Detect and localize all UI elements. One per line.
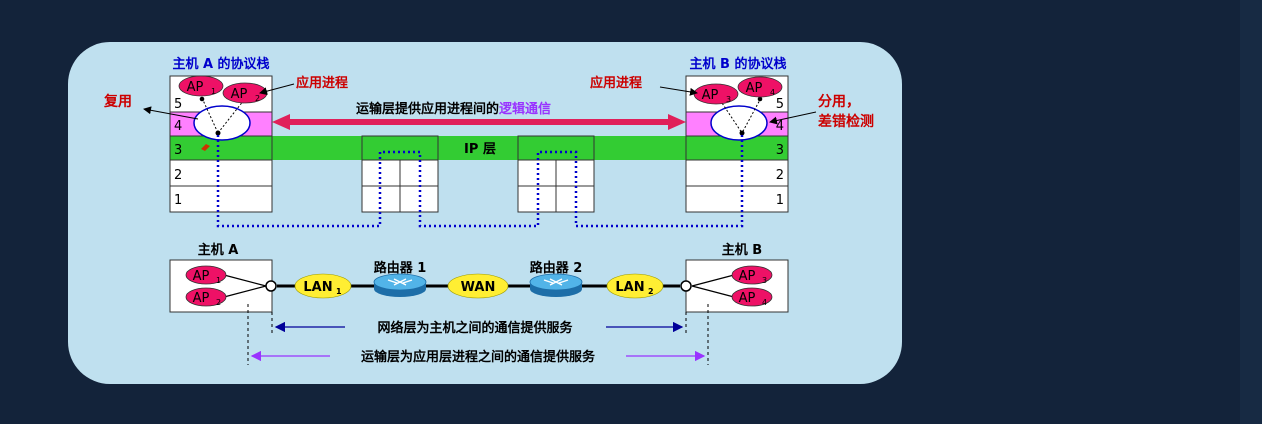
svg-text:LAN: LAN [303, 280, 332, 295]
svg-text:AP: AP [193, 291, 210, 306]
transport-demux-ellipse-b [710, 105, 768, 141]
wan-badge: WAN [447, 273, 509, 299]
ip-layer-label: IP 层 [464, 142, 496, 157]
network-layer-service-label: 网络层为主机之间的通信提供服务 [377, 320, 573, 336]
router-1-stack [361, 135, 439, 213]
transport-mux-ellipse-a [193, 105, 251, 141]
svg-text:AP: AP [187, 80, 204, 95]
multiplex-label: 复用 [103, 93, 132, 110]
lan1-badge: LAN 1 [294, 273, 352, 299]
app-process-label-left: 应用进程 [296, 75, 348, 91]
svg-text:AP: AP [702, 88, 719, 103]
stack-a-layer-3: 3 [174, 143, 182, 158]
logical-communication-arrow [272, 114, 686, 130]
svg-text:2: 2 [255, 94, 260, 103]
pencil-icon [201, 144, 210, 151]
lan2-badge: LAN 2 [606, 273, 664, 299]
svg-text:AP: AP [231, 87, 248, 102]
svg-text:AP: AP [739, 291, 756, 306]
ip-layer-band [272, 136, 686, 160]
svg-text:4: 4 [762, 298, 767, 307]
stack-a-layer-5: 5 [174, 97, 182, 112]
host-a-label: 主机 A [198, 242, 239, 258]
svg-text:AP: AP [193, 269, 210, 284]
demultiplex-label-line2: 差错检测 [818, 113, 874, 130]
router-2-icon [529, 273, 583, 297]
svg-text:1: 1 [216, 276, 221, 285]
stack-b-ap4: AP 4 [737, 76, 783, 98]
host-b-box [685, 259, 789, 313]
svg-text:WAN: WAN [461, 280, 496, 295]
stack-b-ap3: AP 3 [693, 83, 739, 105]
stack-b-layer-3: 3 [776, 143, 784, 158]
router-1-icon [373, 273, 427, 297]
stack-b-layer-2: 2 [776, 168, 784, 183]
host-a-ap2: AP 2 [185, 287, 227, 307]
stack-b-layer-5: 5 [776, 97, 784, 112]
stack-a-layer-4: 4 [174, 119, 182, 134]
router-2-label: 路由器 2 [530, 260, 583, 276]
right-edge-strip [1240, 0, 1262, 424]
host-b-port [680, 280, 692, 292]
data-path [216, 135, 744, 228]
svg-text:AP: AP [739, 269, 756, 284]
app-process-label-right: 应用进程 [590, 75, 642, 91]
svg-text:4: 4 [770, 88, 775, 97]
svg-text:AP: AP [746, 81, 763, 96]
svg-text:2: 2 [216, 298, 221, 307]
host-b-label: 主机 B [722, 242, 762, 258]
stack-a-title: 主机 A 的协议栈 [172, 56, 269, 72]
logical-communication-label: 运输层提供应用进程间的逻辑通信 [356, 101, 551, 117]
protocol-stack-a: 5 4 3 2 1 AP 1 AP 2 [169, 75, 273, 213]
host-b-ap4: AP 4 [731, 287, 773, 307]
stack-a-layer-1: 1 [174, 193, 182, 208]
svg-text:1: 1 [211, 87, 216, 96]
host-b-ap3: AP 3 [731, 265, 773, 285]
stack-a-ap1: AP 1 [178, 75, 224, 97]
stack-b-layer-4: 4 [776, 119, 784, 134]
stack-b-title: 主机 B 的协议栈 [690, 56, 787, 72]
stack-a-ap2: AP 2 [222, 82, 268, 104]
router-1-label: 路由器 1 [374, 260, 427, 276]
host-a-port [265, 280, 277, 292]
stack-b-layer-1: 1 [776, 193, 784, 208]
svg-text:2: 2 [648, 287, 654, 296]
svg-text:3: 3 [726, 95, 731, 104]
demultiplex-label-line1: 分用， [818, 94, 860, 110]
svg-text:LAN: LAN [615, 280, 644, 295]
svg-text:1: 1 [336, 287, 342, 296]
router-2-stack [517, 135, 595, 213]
protocol-stack-b: 5 4 3 2 1 AP 3 AP 4 [685, 75, 789, 213]
svg-text:3: 3 [762, 276, 767, 285]
host-a-ap1: AP 1 [185, 265, 227, 285]
stack-a-layer-2: 2 [174, 168, 182, 183]
transport-layer-service-label: 运输层为应用层进程之间的通信提供服务 [361, 349, 596, 365]
